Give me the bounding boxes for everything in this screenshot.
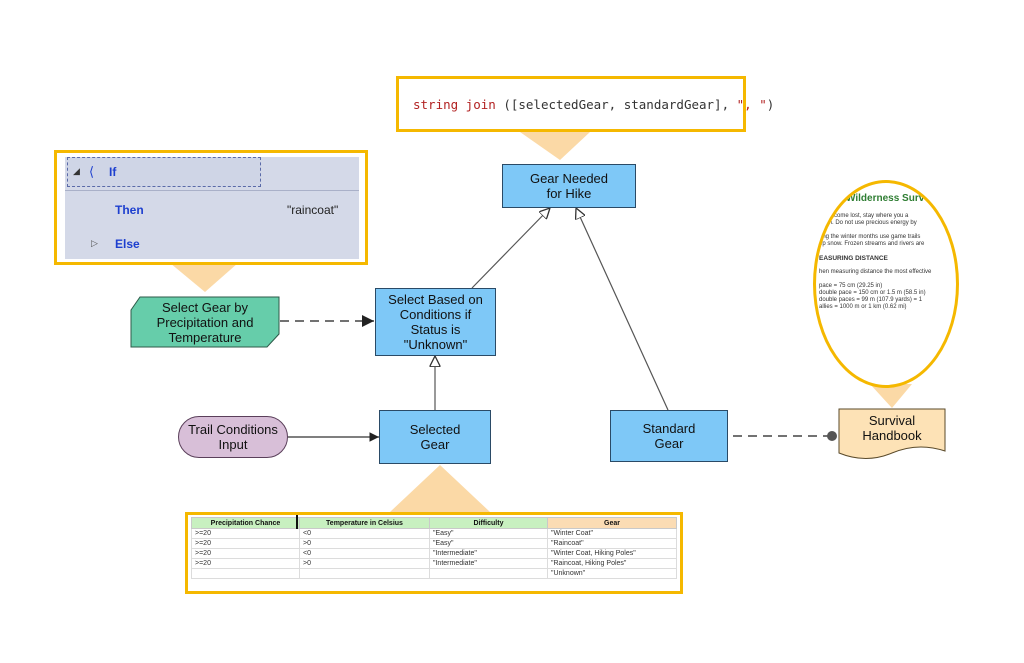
table-cell[interactable]: <0 bbox=[299, 528, 430, 539]
knowledge-source-label: Select Gear by Precipitation and Tempera… bbox=[156, 299, 254, 345]
expression-callout-pointer bbox=[520, 132, 590, 160]
if-callout-pointer bbox=[170, 263, 238, 292]
input-trail-conditions-label: Trail Conditions Input bbox=[188, 422, 278, 452]
edge-standard-to-gear-needed bbox=[576, 208, 669, 411]
handbook-line: ep snow. Frozen streams and rivers are bbox=[819, 241, 925, 247]
expression-text: string join ([selectedGear, standardGear… bbox=[413, 97, 774, 112]
handbook-line: pace = 75 cm (29.25 in) bbox=[819, 283, 883, 289]
table-cell[interactable]: "Intermediate" bbox=[429, 558, 548, 569]
handbook-callout[interactable]: Wilderness Surv do become lost, stay whe… bbox=[813, 180, 959, 388]
table-cell[interactable] bbox=[191, 568, 300, 579]
decision-table-callout[interactable]: Precipitation Chance Temperature in Cels… bbox=[185, 512, 683, 594]
decision-gear-needed[interactable]: Gear Needed for Hike bbox=[502, 164, 636, 208]
handbook-line: double pace = 150 cm or 1.5 m (58.5 in) bbox=[819, 290, 926, 296]
decision-table[interactable]: Precipitation Chance Temperature in Cels… bbox=[191, 517, 677, 579]
table-row[interactable]: >=20 <0 "Intermediate" "Winter Coat, Hik… bbox=[191, 548, 677, 559]
decision-select-based-label: Select Based on Conditions if Status is … bbox=[388, 292, 483, 352]
branch-icon: ⟨ bbox=[89, 164, 95, 179]
table-cell[interactable]: <0 bbox=[299, 548, 430, 559]
header-precipitation[interactable]: Precipitation Chance bbox=[191, 517, 300, 529]
table-cell[interactable]: "Raincoat, Hiking Poles" bbox=[547, 558, 677, 569]
table-row[interactable]: "Unknown" bbox=[191, 568, 677, 579]
table-cell[interactable]: >0 bbox=[299, 558, 430, 569]
expression-callout[interactable]: string join ([selectedGear, standardGear… bbox=[396, 76, 774, 132]
handbook-line: do become lost, stay where you a bbox=[819, 213, 909, 219]
table-cell[interactable]: "Unknown" bbox=[547, 568, 677, 579]
then-label: Then bbox=[115, 203, 144, 217]
header-temperature[interactable]: Temperature in Celsius bbox=[299, 517, 430, 529]
table-callout-pointer bbox=[390, 465, 490, 512]
then-value[interactable]: "raincoat" bbox=[287, 203, 339, 217]
table-cell[interactable]: "Easy" bbox=[429, 538, 548, 549]
expression-func: string join bbox=[413, 96, 496, 112]
table-row[interactable]: >=20 >0 "Intermediate" "Raincoat, Hiking… bbox=[191, 558, 677, 569]
handbook-line: ation. Do not use precious energy by bbox=[819, 220, 917, 226]
handbook-label: Survival Handbook bbox=[862, 413, 922, 443]
decision-standard-gear-label: Standard Gear bbox=[642, 421, 696, 451]
handbook-callout-pointer bbox=[870, 384, 912, 408]
handbook-title: Wilderness Surv bbox=[846, 193, 925, 204]
handbook-line: double paces = 99 m (107.9 yards) = 1 bbox=[819, 297, 923, 303]
knowledge-handbook[interactable]: Survival Handbook bbox=[838, 408, 946, 460]
if-label: If bbox=[109, 165, 117, 179]
else-label: Else bbox=[115, 237, 140, 251]
column-resize-handle[interactable] bbox=[296, 515, 298, 529]
edge-handbook-anchor bbox=[827, 431, 837, 441]
table-cell[interactable]: >=20 bbox=[191, 548, 300, 559]
expression-separator: ", " bbox=[736, 96, 767, 112]
expression-args: ([selectedGear, standardGear], bbox=[495, 96, 737, 112]
edge-select-based-to-gear-needed bbox=[471, 208, 550, 289]
table-cell[interactable]: >=20 bbox=[191, 538, 300, 549]
table-cell[interactable] bbox=[429, 568, 548, 579]
if-divider bbox=[65, 190, 359, 191]
if-header[interactable] bbox=[67, 157, 261, 187]
table-cell[interactable]: "Easy" bbox=[429, 528, 548, 539]
decision-select-based[interactable]: Select Based on Conditions if Status is … bbox=[375, 288, 496, 356]
table-cell[interactable]: >0 bbox=[299, 538, 430, 549]
collapse-triangle-icon[interactable]: ◢ bbox=[73, 166, 80, 176]
table-cell[interactable] bbox=[299, 568, 430, 579]
knowledge-source-shape bbox=[130, 296, 280, 348]
table-cell[interactable]: "Winter Coat" bbox=[547, 528, 677, 539]
if-callout[interactable]: ◢ ⟨ If Then "raincoat" ▷ Else bbox=[54, 150, 368, 265]
table-row[interactable]: >=20 <0 "Easy" "Winter Coat" bbox=[191, 528, 677, 539]
expression-close: ) bbox=[766, 96, 775, 112]
handbook-line: ring the winter months use game trails bbox=[819, 234, 921, 240]
decision-selected-gear[interactable]: Selected Gear bbox=[379, 410, 491, 464]
table-cell[interactable]: >=20 bbox=[191, 528, 300, 539]
handbook-shape bbox=[838, 408, 946, 459]
handbook-label-wrap: Survival Handbook bbox=[838, 410, 946, 446]
header-gear[interactable]: Gear bbox=[547, 517, 677, 529]
decision-selected-gear-label: Selected Gear bbox=[409, 422, 461, 452]
handbook-line: EASURING DISTANCE bbox=[819, 255, 888, 262]
table-cell[interactable]: "Winter Coat, Hiking Poles" bbox=[547, 548, 677, 559]
table-row[interactable]: >=20 >0 "Easy" "Raincoat" bbox=[191, 538, 677, 549]
expand-triangle-icon[interactable]: ▷ bbox=[91, 238, 98, 248]
decision-gear-needed-label: Gear Needed for Hike bbox=[529, 171, 609, 201]
knowledge-source-select-gear-by[interactable]: Select Gear by Precipitation and Tempera… bbox=[130, 296, 280, 348]
table-cell[interactable]: "Raincoat" bbox=[547, 538, 677, 549]
handbook-line: hen measuring distance the most effectiv… bbox=[819, 269, 932, 275]
knowledge-source-label-wrap: Select Gear by Precipitation and Tempera… bbox=[130, 296, 280, 348]
handbook-line: allies = 1000 m or 1 km (0.62 mi) bbox=[819, 304, 907, 310]
decision-standard-gear[interactable]: Standard Gear bbox=[610, 410, 728, 462]
table-cell[interactable]: "Intermediate" bbox=[429, 548, 548, 559]
input-trail-conditions[interactable]: Trail Conditions Input bbox=[178, 416, 288, 458]
header-difficulty[interactable]: Difficulty bbox=[429, 517, 548, 529]
table-cell[interactable]: >=20 bbox=[191, 558, 300, 569]
